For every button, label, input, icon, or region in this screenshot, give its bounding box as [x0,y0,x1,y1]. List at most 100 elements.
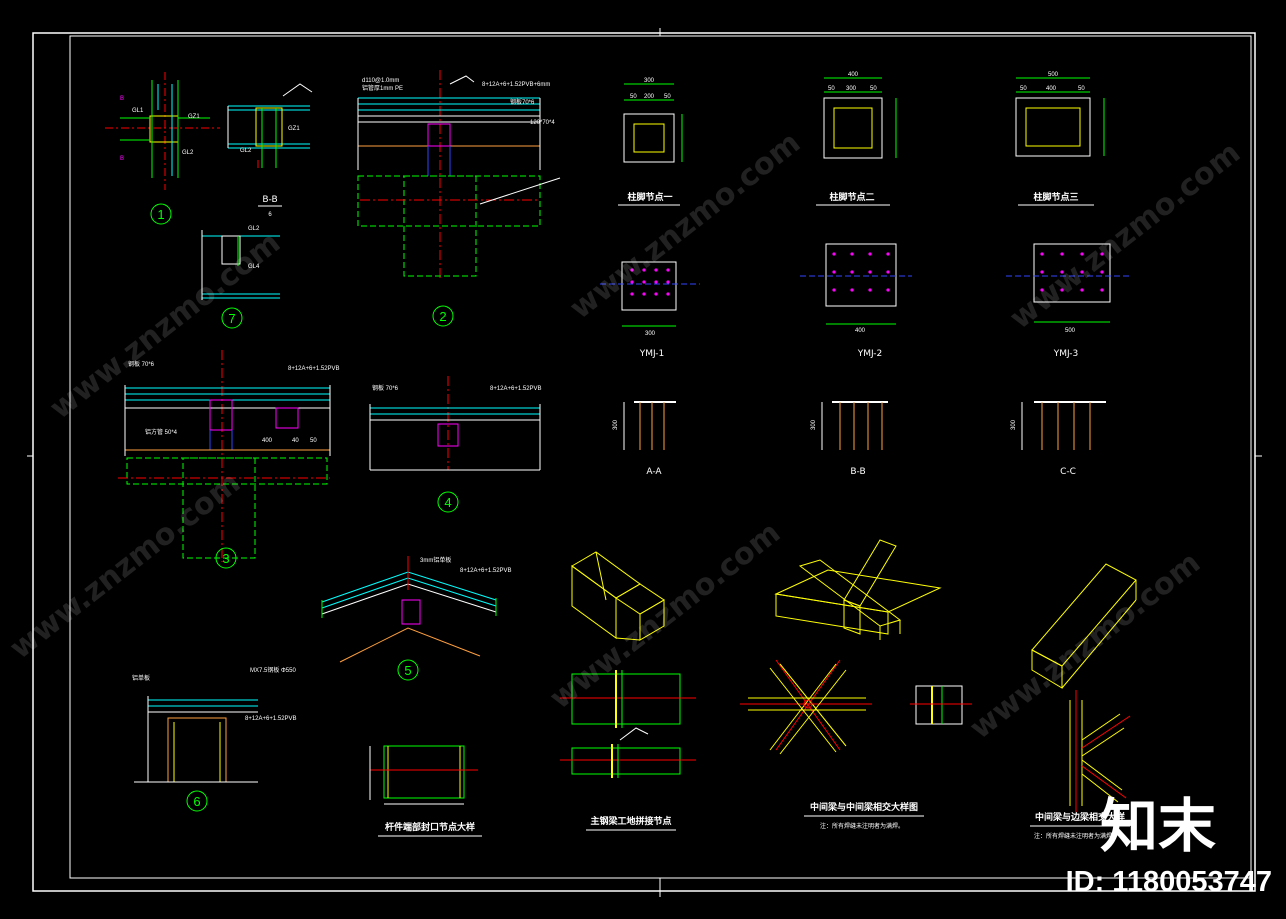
anchor-bolt-dot [642,280,646,284]
svg-text:GZ1: GZ1 [288,126,300,132]
svg-text:120*70*4: 120*70*4 [530,120,555,126]
anchor-bolt-dot [654,292,658,296]
watermark-site-1: www.znzmo.com [43,225,287,426]
svg-text:50: 50 [630,94,637,100]
svg-text:50: 50 [1020,86,1027,92]
mid-beam-side [910,685,972,725]
mid-beam-title: 中间梁与中间梁相交大样图 注：所有焊缝未注明者为满焊。 [804,801,924,830]
detail-1-label: 1 [150,203,172,225]
anchor-bolt-dot [886,288,890,292]
anchor-bolt-dot [654,268,658,272]
svg-text:400: 400 [262,438,273,444]
svg-text:B: B [120,96,124,102]
anchor-bolt-dot [850,270,854,274]
svg-text:500: 500 [1048,72,1059,78]
svg-text:8+12A+6+1.52PVB: 8+12A+6+1.52PVB [245,716,297,722]
svg-text:注：所有焊缝未注明者为满焊。: 注：所有焊缝未注明者为满焊。 [1034,832,1118,840]
svg-text:中间梁与中间梁相交大样图: 中间梁与中间梁相交大样图 [810,801,918,813]
anchor-bolt-dot [642,268,646,272]
anchor-bolt-dot [642,292,646,296]
anchor-bolt-dot [1100,288,1104,292]
main-beam-splice [560,670,696,778]
ymj-1-plate [600,261,700,327]
detail-7-label: 7 [221,307,243,329]
detail-6-label: 6 [186,790,208,812]
anchor-bolt-dot [666,292,670,296]
ymj-2-width: 400 [855,328,866,334]
anchor-section-bb [821,401,888,450]
asset-id-label: ID: 1180053747 [1066,866,1272,898]
watermark-site-4: www.znzmo.com [3,465,247,666]
svg-text:GZ1: GZ1 [188,114,200,120]
tube-3d-edge [1031,563,1137,689]
anchor-bolt-dot [1040,252,1044,256]
svg-text:50: 50 [828,86,835,92]
ymj-3-plate [1006,243,1130,323]
svg-text:柱脚节点二: 柱脚节点二 [829,191,874,203]
ymj-1-title: YMJ-1 [639,349,665,359]
svg-text:6: 6 [193,794,200,809]
anchor-bolt-dot [850,288,854,292]
brand-logo-text: 知末 [1100,792,1216,860]
detail-1-number: 1 [157,207,164,222]
svg-text:B-B: B-B [262,195,277,205]
detail-5-ridge-joint: 3mm铝单板 8+12A+6+1.52PVB [321,556,512,663]
aa-height: 300 [613,419,619,430]
watermark-site-2: www.znzmo.com [563,125,807,326]
anchor-bolt-dot [654,280,658,284]
svg-text:6: 6 [268,212,272,218]
anchor-bolt-dot [630,280,634,284]
svg-text:400: 400 [1046,86,1057,92]
mid-beam-intersection [740,659,872,755]
svg-text:8+12A+6+1.52PVB: 8+12A+6+1.52PVB [460,568,512,574]
anchor-bolt-dot [1060,288,1064,292]
anchor-bolt-dot [832,270,836,274]
anchor-bolt-dot [1100,270,1104,274]
svg-text:50: 50 [1078,86,1085,92]
detail-3-label: 3 [215,547,237,569]
ymj-2-title: YMJ-2 [857,349,883,359]
anchor-bolt-dot [1080,252,1084,256]
svg-text:GL2: GL2 [248,226,260,232]
mid-edge-intersection [1069,690,1131,812]
svg-text:400: 400 [848,72,859,78]
svg-text:300: 300 [846,86,857,92]
svg-text:杆件端部封口节点大样: 杆件端部封口节点大样 [385,821,475,833]
column-foot-3-plan: 500 50 400 50 [1015,72,1105,157]
anchor-bolt-dot [868,252,872,256]
bb-height: 300 [811,419,817,430]
column-foot-1-title: 柱脚节点一 [618,191,680,206]
aa-title: A-A [646,467,662,477]
ymj-3-width: 500 [1065,328,1076,334]
column-foot-2-title: 柱脚节点二 [816,191,890,206]
detail-3-roof-joint: 400 40 50 钢板 70*6 铝方管 50*4 8+12A+6+1.52P… [118,350,340,562]
tube-3d-splice [571,551,665,641]
anchor-bolt-dot [850,252,854,256]
anchor-bolt-dot [832,288,836,292]
svg-text:5: 5 [404,663,411,678]
svg-text:钢板 70*6: 钢板 70*6 [372,384,399,392]
section-bb-top-title: B-B 6 [258,195,282,218]
svg-text:8+12A+6+1.52PVB+6mm: 8+12A+6+1.52PVB+6mm [482,82,550,88]
svg-text:4: 4 [444,495,451,510]
svg-text:40: 40 [292,438,299,444]
svg-text:200: 200 [644,94,655,100]
column-foot-2-plan: 400 50 300 50 [823,72,897,159]
svg-text:MX7.5钢板 Φ550: MX7.5钢板 Φ550 [250,666,296,674]
svg-text:B: B [120,156,124,162]
anchor-bolt-dot [832,252,836,256]
ymj-3-title: YMJ-3 [1053,349,1079,359]
anchor-bolt-dot [1100,252,1104,256]
svg-text:50: 50 [310,438,317,444]
column-foot-3-title: 柱脚节点三 [1018,191,1094,206]
anchor-bolt-dot [886,270,890,274]
drawing-frame [27,28,1262,897]
rod-end-seal-detail [369,745,478,805]
detail-2-label: 2 [432,305,454,327]
svg-text:GL1: GL1 [132,108,144,114]
anchor-bolt-dot [1040,270,1044,274]
svg-text:柱脚节点一: 柱脚节点一 [627,191,672,203]
anchor-bolt-dot [868,288,872,292]
svg-text:3mm铝单板: 3mm铝单板 [420,556,451,564]
detail-6-edge-joint: 铝单板 MX7.5钢板 Φ550 8+12A+6+1.52PVB [132,666,297,783]
